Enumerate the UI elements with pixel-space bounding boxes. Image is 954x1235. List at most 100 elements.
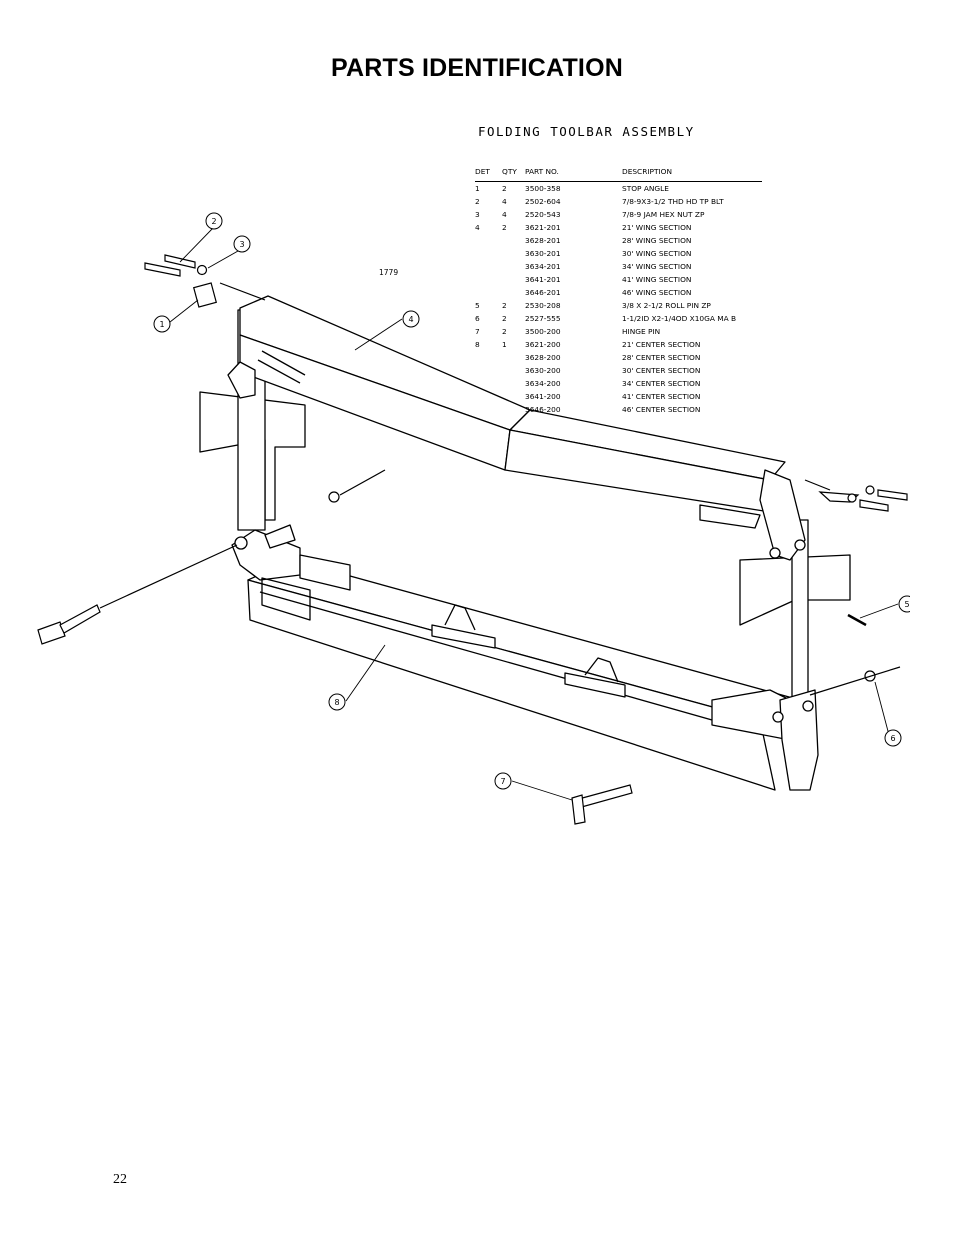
drawing-title: FOLDING TOOLBAR ASSEMBLY [478,124,695,139]
cell-part-no: 3628-200 [525,353,561,362]
cell-description: HINGE PIN [622,327,661,336]
table-row: 3641-200 41' CENTER SECTION [475,390,762,403]
cell-det [475,351,502,364]
cell-qty [502,351,525,364]
callout-6 [884,729,902,747]
cell-qty: 2 [502,184,507,193]
cell-qty [502,390,525,403]
cell-qty: 4 [502,210,507,219]
toolbar-assembly-drawing: 2 3 1 4 5 6 7 8 [37,212,910,825]
cell-part-no: 3641-200 [525,392,561,401]
callout-4 [402,310,420,328]
cell-part-no: 2520-543 [525,210,561,219]
cell-det [475,403,502,416]
cell-description: 46' WING SECTION [622,288,692,297]
cell-qty: 2 [502,314,507,323]
table-row: 3646-201 46' WING SECTION [475,286,762,299]
callout-1 [153,315,171,333]
cell-det: 1 [475,184,480,193]
mount-tab-1 [431,624,496,649]
table-row: 3630-201 30' WING SECTION [475,247,762,260]
cell-det: 7 [475,327,480,336]
cell-part-no: 3641-201 [525,275,561,284]
cell-det: 4 [475,223,480,232]
cell-part-no: 3634-201 [525,262,561,271]
callout-1-label: 1 [159,320,164,329]
cell-qty: 2 [502,327,507,336]
wing-hinge-right [759,469,806,561]
wing-hinge-left [227,361,256,399]
cell-part-no: 3634-200 [525,379,561,388]
cell-qty [502,364,525,377]
cell-qty: 4 [502,197,507,206]
cell-det [475,286,502,299]
cell-part-no: 3630-201 [525,249,561,258]
header-qty: QTY [502,165,525,182]
callout-6-label: 6 [890,734,895,743]
header-det: DET [475,165,502,182]
cell-description: 41' CENTER SECTION [622,392,701,401]
table-row: 3641-201 41' WING SECTION [475,273,762,286]
cell-qty [502,234,525,247]
cell-description: 28' WING SECTION [622,236,692,245]
callout-5 [898,595,910,613]
cell-det: 5 [475,301,480,310]
cell-det [475,377,502,390]
callout-3-label: 3 [239,240,244,249]
callout-7-label: 7 [500,777,505,786]
cell-det: 6 [475,314,480,323]
cell-det [475,273,502,286]
mount-tab-2 [564,672,626,698]
cell-description: 41' WING SECTION [622,275,692,284]
cell-qty: 2 [502,301,507,310]
callout-2 [205,212,223,230]
stop-angle-part [192,282,218,308]
cell-qty: 2 [502,223,507,232]
cell-part-no: 3646-201 [525,288,561,297]
cell-part-no: 2527-555 [525,314,561,323]
cell-description: 1-1/2ID X2-1/4OD X10GA MA B [622,314,737,323]
cell-det: 8 [475,340,480,349]
cell-description: 7/8-9X3-1/2 THD HD TP BLT [622,197,724,206]
callout-2-label: 2 [211,217,216,226]
cell-det [475,364,502,377]
cell-description: 46' CENTER SECTION [622,405,701,414]
cell-description: 21' CENTER SECTION [622,340,701,349]
callout-3 [233,235,251,253]
cell-description: STOP ANGLE [622,184,669,193]
callout-5-label: 5 [904,600,909,609]
drawing-block-left [199,391,306,521]
cell-det [475,390,502,403]
cell-qty [502,260,525,273]
cell-qty [502,286,525,299]
cell-det [475,234,502,247]
washer-part [328,491,340,503]
callout-7 [494,772,512,790]
cell-det: 3 [475,210,480,219]
cell-part-no: 3628-201 [525,236,561,245]
table-row: 3628-201 28' WING SECTION [475,234,762,247]
cell-description: 30' WING SECTION [622,249,692,258]
callout-8-label: 8 [334,698,339,707]
cell-det [475,260,502,273]
table-row: 3634-201 34' WING SECTION [475,260,762,273]
cell-description: 34' WING SECTION [622,262,692,271]
cell-qty [502,403,525,416]
cell-part-no: 2530-208 [525,301,561,310]
cell-qty [502,377,525,390]
center-section-face [247,579,776,791]
cell-description: 21' WING SECTION [622,223,692,232]
cell-part-no: 3500-200 [525,327,561,336]
table-row: 6 2 2527-555 1-1/2ID X2-1/4OD X10GA MA B [475,312,762,325]
cell-qty: 1 [502,340,507,349]
cell-det: 2 [475,197,480,206]
cell-part-no: 3630-200 [525,366,561,375]
